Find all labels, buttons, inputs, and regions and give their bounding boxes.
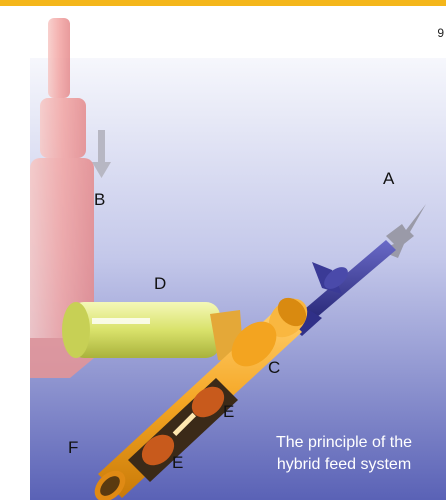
- label-b: B: [94, 190, 105, 210]
- label-c: C: [268, 358, 280, 378]
- caption-line-2: hybrid feed system: [256, 454, 432, 476]
- label-e-lower: E: [172, 453, 183, 473]
- accent-bar: [0, 0, 446, 6]
- label-f: F: [68, 438, 78, 458]
- diagram-caption: The principle of the hybrid feed system: [256, 432, 432, 476]
- diagram-drawing: [30, 18, 446, 500]
- label-d: D: [154, 274, 166, 294]
- label-e-upper: E: [223, 402, 234, 422]
- hybrid-feed-diagram: A B C D E E F: [30, 18, 446, 500]
- label-a: A: [383, 169, 394, 189]
- caption-line-1: The principle of the: [256, 432, 432, 454]
